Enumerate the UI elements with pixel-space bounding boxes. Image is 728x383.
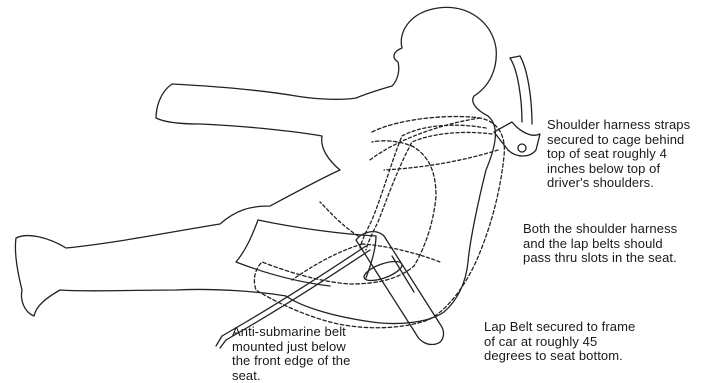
shoulder-harness-straps [360,118,498,250]
driver-figure [15,7,496,323]
seat-slots-annotation: Both the shoulder harness and the lap be… [523,222,677,266]
lap-belt-annotation: Lap Belt secured to frame of car at roug… [484,320,635,364]
anti-submarine-annotation: Anti-submarine belt mounted just below t… [232,325,350,383]
shoulder-harness-annotation: Shoulder harness straps secured to cage … [547,118,690,191]
cage-mount-bracket [494,122,540,156]
roll-cage-bar [510,56,532,124]
buckle-assembly [356,232,443,345]
lap-belts [292,202,440,280]
racing-seat [254,117,504,328]
